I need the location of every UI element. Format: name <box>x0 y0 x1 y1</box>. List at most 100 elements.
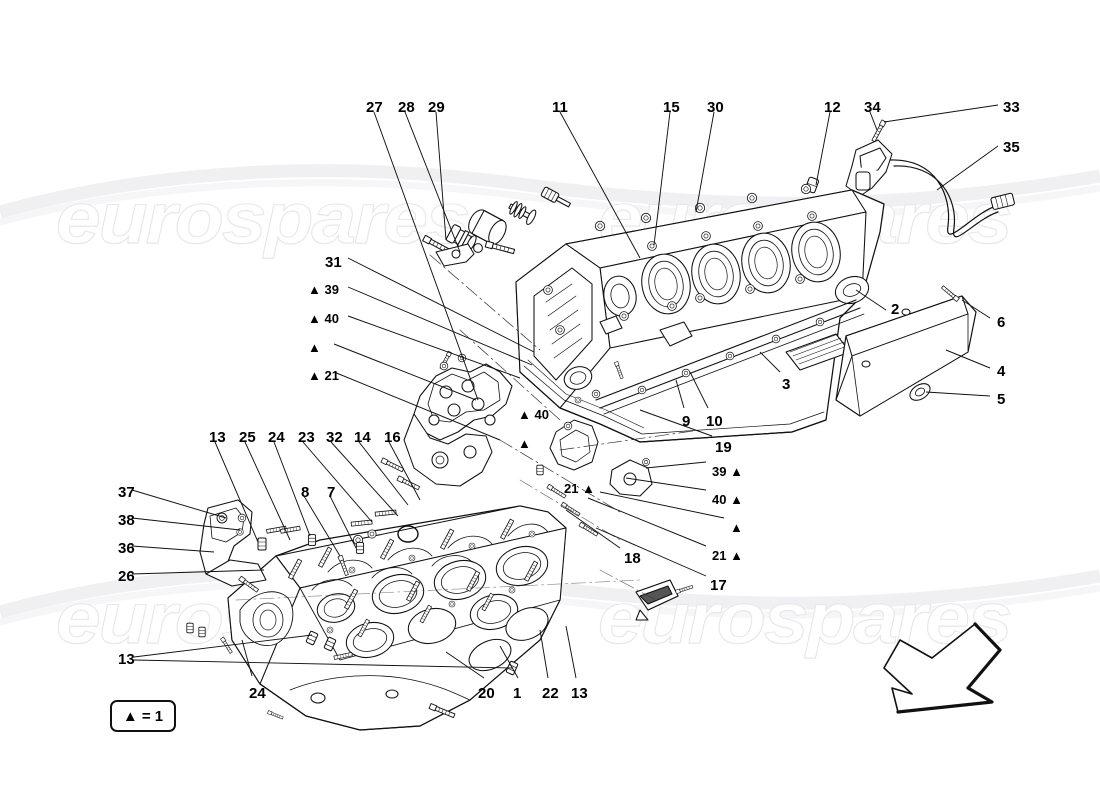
leader-line <box>244 441 291 541</box>
callout-label-13: 13 <box>118 651 135 668</box>
callout-label-33: 33 <box>1003 99 1020 116</box>
callout-label-22: 22 <box>542 685 559 702</box>
callout-label-28: 28 <box>398 99 415 116</box>
callout-label-29: 29 <box>428 99 445 116</box>
callout-label-40: 40 ▲ <box>712 492 743 507</box>
callout-label-21: ▲ 21 <box>308 368 339 383</box>
leader-line <box>388 441 421 501</box>
callout-label-1: 1 <box>513 685 522 702</box>
leader-line <box>883 104 999 123</box>
leader-line <box>645 461 707 469</box>
leader-line <box>241 639 253 677</box>
leader-line <box>302 441 373 523</box>
leader-line <box>653 111 671 246</box>
callout-label-13: 13 <box>571 685 588 702</box>
callout-label-2: 2 <box>891 301 900 318</box>
leader-line <box>675 379 685 409</box>
leader-line <box>925 391 991 397</box>
leader-line <box>133 634 313 658</box>
leader-line <box>273 441 311 537</box>
callout-label-19: 19 <box>715 439 732 456</box>
callout-label-27: 27 <box>366 99 383 116</box>
callout-label-40: ▲ 40 <box>308 311 339 326</box>
callout-label-6: 6 <box>997 314 1006 331</box>
callout-label-8: 8 <box>301 484 310 501</box>
leader-line <box>347 286 533 366</box>
callout-label-24: 24 <box>268 429 285 446</box>
callout-label-40: ▲ 40 <box>518 407 549 422</box>
leader-line <box>587 497 707 547</box>
leader-line <box>961 299 991 319</box>
callout-label-12: 12 <box>824 99 841 116</box>
callout-label-21: 21 ▲ <box>712 548 743 563</box>
leader-line <box>855 289 887 311</box>
leader-line <box>559 111 641 259</box>
leader-line <box>625 477 707 491</box>
callout-label-24: 24 <box>249 685 266 702</box>
leader-line <box>347 257 535 353</box>
camshaft-cover <box>515 183 885 443</box>
leader-line <box>599 491 725 519</box>
legend-box: ▲ = 1 <box>110 700 176 732</box>
leader-line <box>689 371 709 409</box>
callout-label-10: 10 <box>706 413 723 430</box>
callout-label-34: 34 <box>864 99 881 116</box>
leader-line <box>214 441 259 543</box>
cam-sensor-harness <box>804 119 1015 238</box>
callout-label-4: 4 <box>997 363 1006 380</box>
leader-line <box>131 569 265 575</box>
callout-label-14: 14 <box>354 429 371 446</box>
leader-line <box>329 495 357 549</box>
leader-line <box>333 343 477 401</box>
leader-line <box>639 409 713 437</box>
leader-line <box>404 111 461 253</box>
callout-label-: ▲ <box>518 436 531 451</box>
leader-line <box>539 629 549 679</box>
callout-label-35: 35 <box>1003 139 1020 156</box>
leader-line <box>358 441 409 506</box>
leader-line <box>303 495 341 557</box>
mounting-bracket <box>199 499 267 593</box>
callout-label-37: 37 <box>118 484 135 501</box>
callout-label-36: 36 <box>118 540 135 557</box>
callout-label-30: 30 <box>707 99 724 116</box>
leader-line <box>595 527 707 577</box>
callout-label-26: 26 <box>118 568 135 585</box>
callout-label-18: 18 <box>624 550 641 567</box>
leader-line <box>936 145 999 191</box>
callout-label-13: 13 <box>209 429 226 446</box>
direction-arrow <box>883 622 1002 714</box>
callout-label-32: 32 <box>326 429 343 446</box>
callout-label-39: ▲ 39 <box>308 282 339 297</box>
callout-label-5: 5 <box>997 391 1006 408</box>
callout-label-7: 7 <box>327 484 336 501</box>
callout-label-: ▲ <box>308 340 321 355</box>
leader-lines <box>131 104 999 679</box>
leader-line <box>445 651 485 679</box>
callout-label-25: 25 <box>239 429 256 446</box>
leader-line <box>347 315 521 379</box>
leader-line <box>131 517 241 531</box>
leader-line <box>695 111 715 213</box>
leader-line <box>133 659 513 669</box>
leader-line <box>815 111 831 186</box>
callout-label-17: 17 <box>710 577 727 594</box>
camshaft-bearing-caps <box>403 350 694 621</box>
leader-line <box>373 111 479 401</box>
leader-line <box>131 545 215 553</box>
callout-label-16: 16 <box>384 429 401 446</box>
leader-line <box>499 645 519 679</box>
cylinder-head-casting <box>227 505 567 731</box>
leader-line <box>869 111 878 131</box>
callout-label-: ▲ <box>730 520 743 535</box>
legend-text: ▲ = 1 <box>122 707 164 725</box>
leader-line <box>565 509 621 549</box>
callout-label-20: 20 <box>478 685 495 702</box>
leader-line <box>435 111 447 241</box>
callout-label-15: 15 <box>663 99 680 116</box>
loose-fasteners <box>186 457 519 720</box>
callout-label-23: 23 <box>298 429 315 446</box>
leader-line <box>565 625 577 679</box>
injector-assembly <box>422 186 571 267</box>
